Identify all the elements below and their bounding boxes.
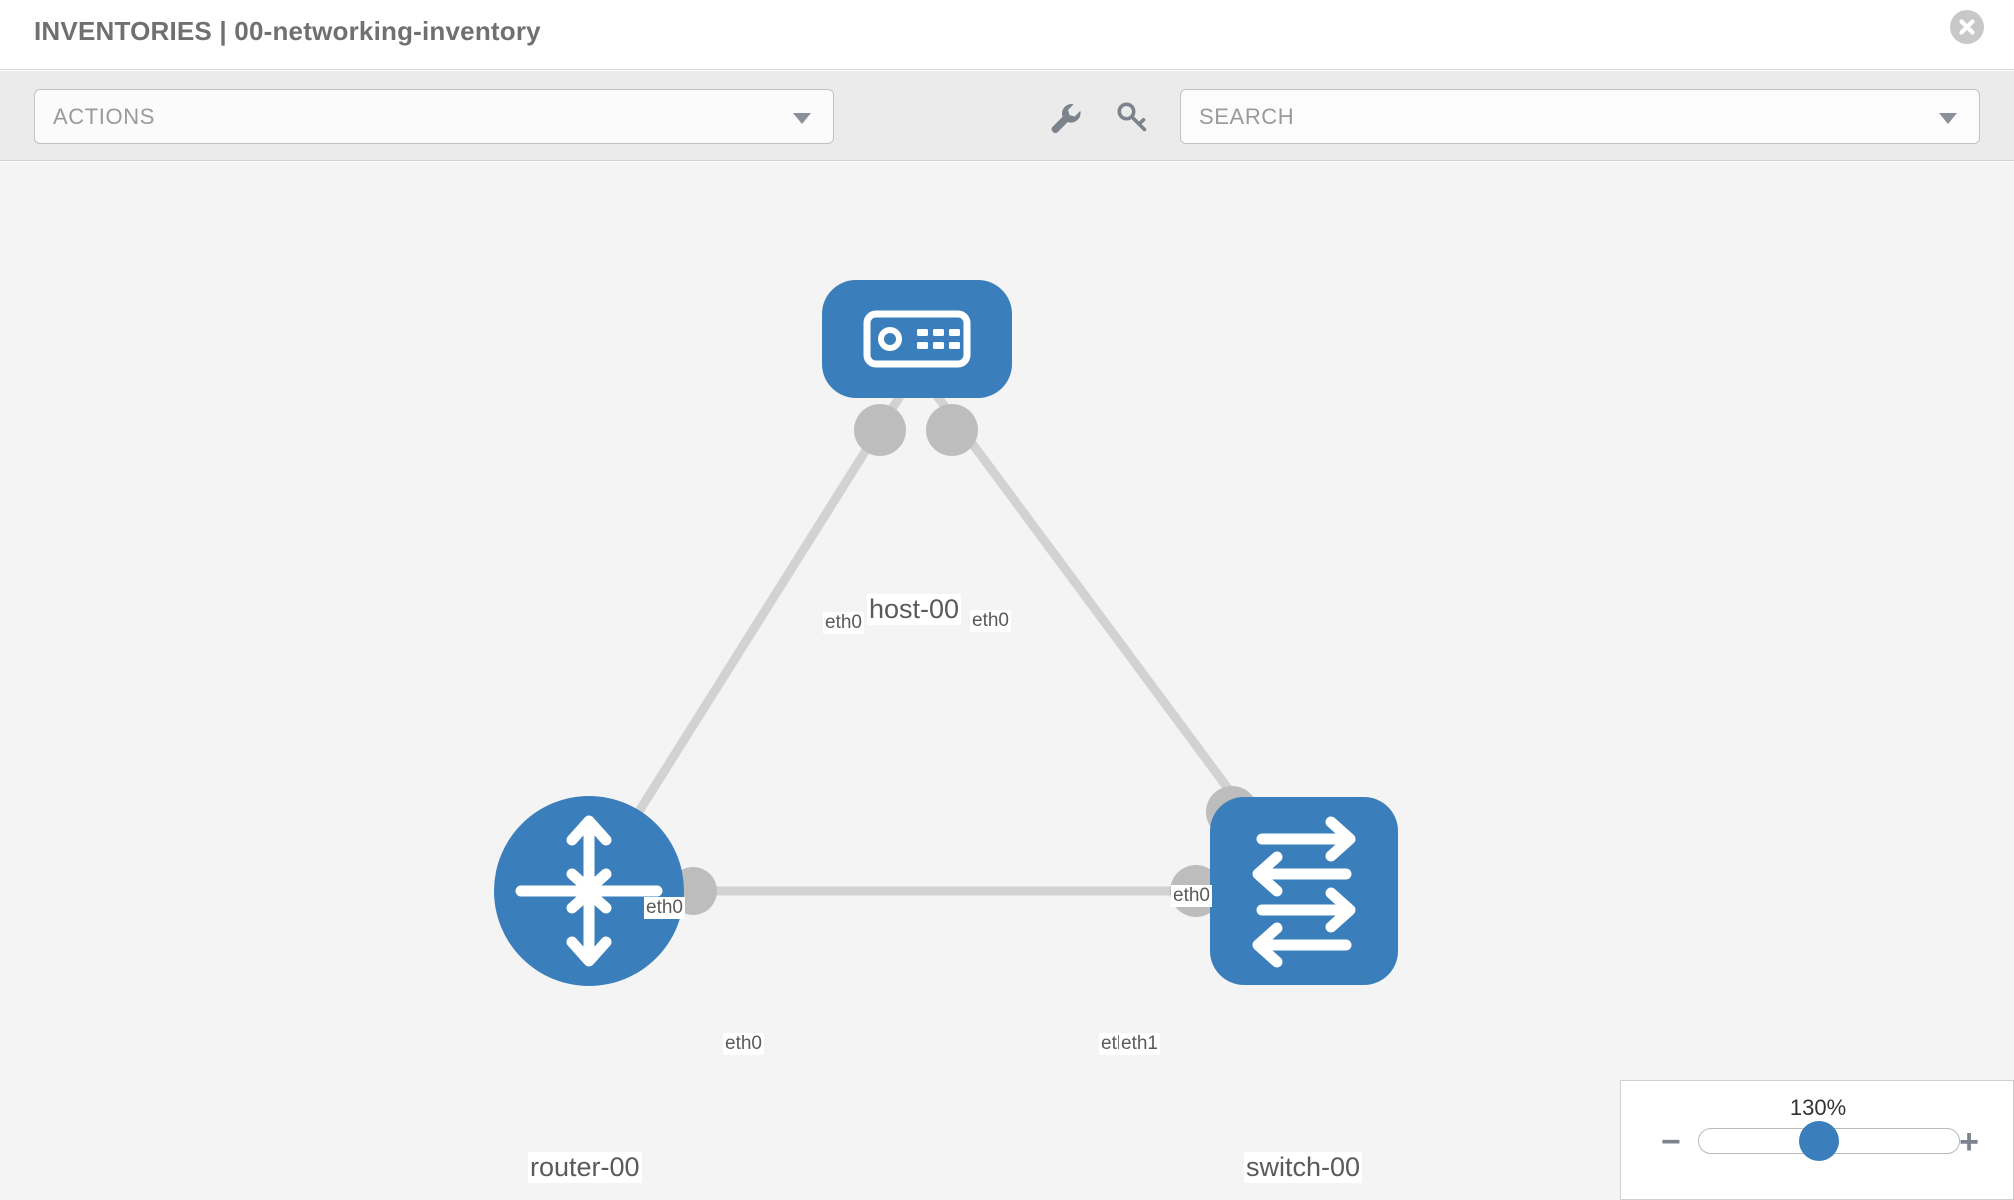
topology-canvas[interactable]: host-00 router-00 switch-00 eth0 eth0 et… [0, 162, 2014, 1200]
server-icon [863, 310, 971, 368]
iface-dot-host-right [926, 404, 978, 456]
search-chevron-down-icon[interactable] [1939, 113, 1957, 124]
page-title: INVENTORIES | 00-networking-inventory [34, 16, 541, 46]
node-label-host-00: host-00 [867, 594, 962, 625]
zoom-slider-handle[interactable] [1799, 1121, 1839, 1161]
topology-graph [494, 280, 1398, 986]
iface-label-switch-up: eth0 [1171, 885, 1212, 907]
key-icon[interactable] [1112, 97, 1152, 137]
interface-dots [669, 404, 1258, 917]
link-host-router [585, 366, 921, 894]
node-label-router-00: router-00 [528, 1152, 642, 1183]
page-header: INVENTORIES | 00-networking-inventory [0, 0, 2014, 70]
node-host-00 [822, 280, 1012, 398]
node-switch-00 [1210, 797, 1398, 985]
iface-label-router-right: eth0 [723, 1033, 764, 1055]
search-placeholder: SEARCH [1199, 104, 1295, 129]
actions-dropdown[interactable]: ACTIONS [34, 89, 834, 144]
actions-dropdown-label: ACTIONS [53, 104, 155, 129]
iface-label-host-right: eth0 [970, 610, 1011, 632]
switch-arrows-icon [1252, 816, 1356, 968]
iface-dot-host-left [854, 404, 906, 456]
router-arrows-icon [515, 815, 663, 967]
zoom-out-button[interactable]: − [1661, 1123, 1681, 1161]
iface-label-host-left: eth0 [823, 612, 864, 634]
node-label-switch-00: switch-00 [1244, 1152, 1363, 1183]
zoom-in-button[interactable]: + [1959, 1123, 1979, 1161]
zoom-level-value: 130% [1789, 1095, 1847, 1120]
zoom-control-panel: 130% − + [1620, 1080, 2014, 1200]
chevron-down-icon [793, 113, 811, 124]
toolbar: ACTIONS SEARCH [0, 71, 2014, 161]
node-router-00 [494, 796, 684, 986]
iface-label-router-up: eth0 [644, 897, 685, 919]
iface-label-switch-left-eth1: eth1 [1119, 1033, 1160, 1055]
close-icon[interactable] [1950, 10, 1984, 44]
search-input[interactable]: SEARCH [1180, 89, 1980, 144]
wrench-icon[interactable] [1044, 97, 1084, 137]
